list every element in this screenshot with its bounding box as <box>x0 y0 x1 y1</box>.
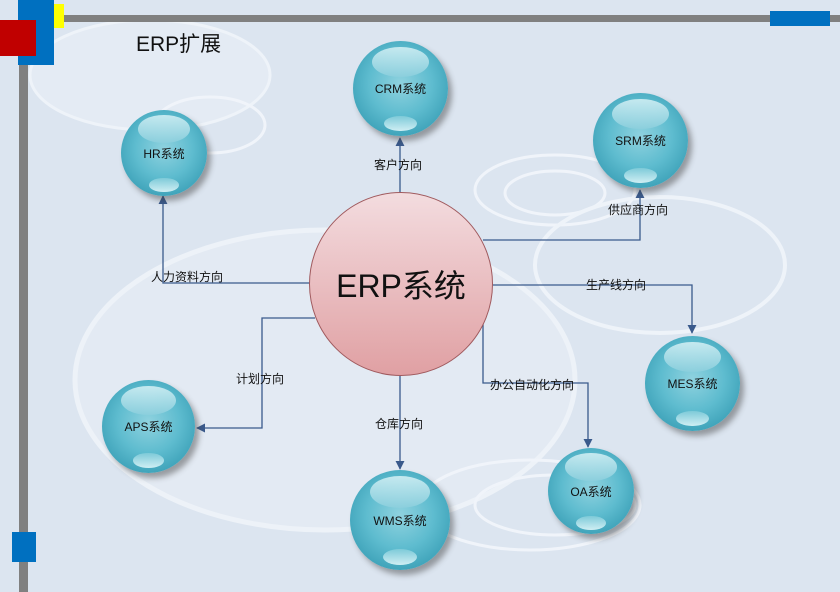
frame-blue-tab-top <box>770 11 830 26</box>
edge-label-oa: 办公自动化方向 <box>490 378 575 392</box>
frame-blue-tab-left <box>12 532 36 562</box>
node-crm-label: CRM系统 <box>374 82 427 96</box>
frame-red-block <box>0 20 36 56</box>
connector-aps <box>196 317 315 433</box>
node-aps-label: APS系统 <box>124 420 173 434</box>
node-srm-label: SRM系统 <box>615 134 666 148</box>
node-mes-label: MES系统 <box>667 377 718 391</box>
frame-top-bar <box>20 15 840 22</box>
erp-center-label: ERP系统 <box>336 268 466 304</box>
node-oa: OA系统 <box>548 448 634 534</box>
node-hr: HR系统 <box>121 110 207 196</box>
connector-hr <box>158 195 310 284</box>
edge-label-srm: 供应商方向 <box>608 203 669 217</box>
node-hr-label: HR系统 <box>143 146 185 161</box>
node-oa-label: OA系统 <box>570 484 612 499</box>
connector-oa <box>482 320 593 448</box>
frame-left-bar <box>19 15 28 592</box>
edge-label-crm: 客户方向 <box>374 158 423 172</box>
edge-label-aps: 计划方向 <box>236 372 285 386</box>
node-crm: CRM系统 <box>353 41 448 136</box>
node-mes: MES系统 <box>645 336 740 431</box>
erp-center-node: ERP系统 <box>309 192 493 376</box>
decor-ring <box>503 169 607 217</box>
node-srm: SRM系统 <box>593 93 688 188</box>
node-aps: APS系统 <box>102 380 195 473</box>
connector-srm <box>483 189 645 241</box>
edge-label-wms: 仓库方向 <box>375 417 424 431</box>
decor-ring <box>533 195 787 335</box>
node-wms-label: WMS系统 <box>373 513 427 528</box>
edge-label-mes: 生产线方向 <box>586 278 647 292</box>
slide-title: ERP扩展 <box>136 33 222 56</box>
edge-label-hr: 人力资料方向 <box>151 270 224 284</box>
node-wms: WMS系统 <box>350 470 450 570</box>
frame-yellow-block <box>54 4 64 28</box>
decor-ring <box>473 153 637 227</box>
connector-mes <box>493 284 697 334</box>
